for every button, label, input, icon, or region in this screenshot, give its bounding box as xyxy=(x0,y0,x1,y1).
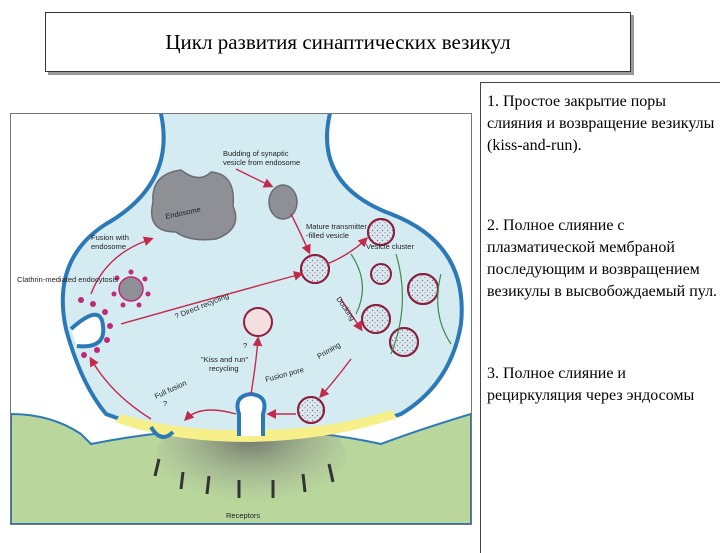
label-kiss: "Kiss and run" xyxy=(201,355,248,364)
label-budding-2: vesicle from endosome xyxy=(223,158,300,167)
cycle-arrows xyxy=(89,168,368,421)
label-fusion-endosome-2: endosome xyxy=(91,242,126,251)
label-clathrin: Clathrin-mediated endocytosis xyxy=(17,275,118,284)
synaptic-vesicle-cycle-figure: Budding of synaptic vesicle from endosom… xyxy=(10,113,472,525)
label-fusion-endosome: Fusion with xyxy=(91,233,129,242)
active-zone xyxy=(115,410,397,442)
figure-canvas: Budding of synaptic vesicle from endosom… xyxy=(11,114,471,524)
label-q2: ? xyxy=(163,399,167,408)
label-budding: Budding of synaptic xyxy=(223,149,289,158)
endocytosis-pit xyxy=(69,312,106,349)
budding-vesicle-endosome xyxy=(268,184,298,220)
clathrin-dots xyxy=(78,297,113,358)
label-kiss-2: recycling xyxy=(209,364,239,373)
slide-title: Цикл развития синаптических везикул xyxy=(165,29,511,54)
label-mature: Mature transmitter xyxy=(306,222,367,231)
list-item-2: 2. Полное слияние с плазматической мембр… xyxy=(487,217,718,300)
fusion-pore-vesicle xyxy=(235,391,267,436)
label-receptors: Receptors xyxy=(226,511,260,520)
label-mature-2: -filled vesicle xyxy=(306,231,349,240)
full-fusion-dip xyxy=(149,425,175,439)
list-item-3: 3. Полное слияние и рециркуляция через э… xyxy=(487,365,695,404)
endosome xyxy=(151,169,237,241)
receptors xyxy=(153,458,335,498)
label-q1: ? xyxy=(243,341,247,350)
coated-vesicle xyxy=(118,276,144,302)
text-panel: 1. Простое закрытие поры слияния и возвр… xyxy=(480,82,720,553)
cytoskeleton xyxy=(350,253,452,355)
list-item-1: 1. Простое закрытие поры слияния и возвр… xyxy=(487,93,715,154)
title-box: Цикл развития синаптических везикул xyxy=(45,12,631,72)
label-vesicle-cluster: Vesicle cluster xyxy=(366,242,414,251)
